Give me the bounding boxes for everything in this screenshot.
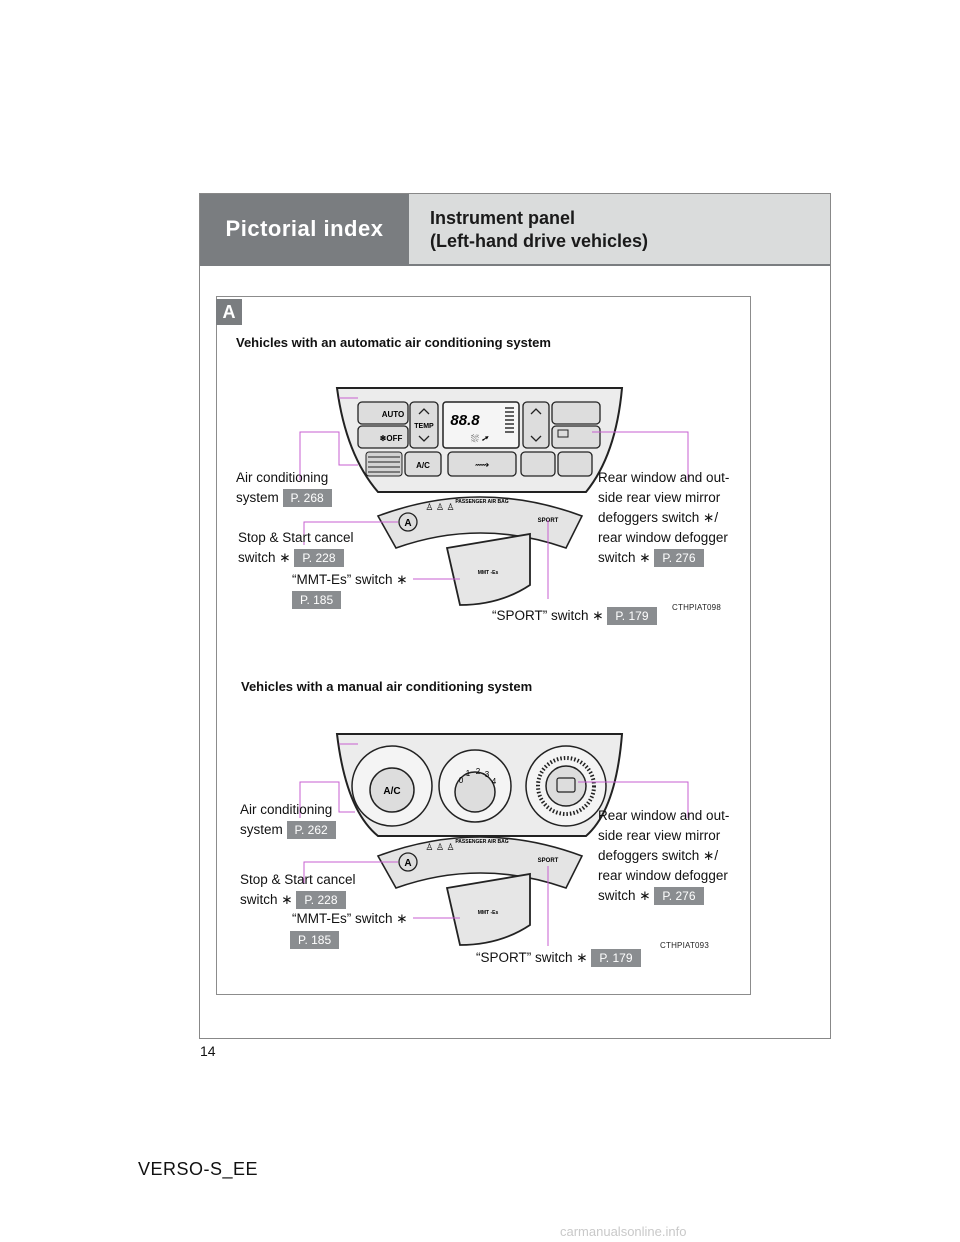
- off-button: [357, 425, 409, 449]
- mode-button: [447, 451, 517, 477]
- auto-button: [357, 401, 409, 425]
- auto-sport-label: “SPORT” switch ∗ P. 179: [492, 606, 657, 626]
- manual-ac-heading: Vehicles with a manual air conditioning …: [241, 679, 533, 694]
- rear-defogger-button: [551, 425, 601, 449]
- mode-dial: [525, 745, 607, 827]
- section-title: Pictorial index: [200, 194, 409, 264]
- defroster-button: [551, 401, 601, 425]
- climate-display: [442, 401, 520, 449]
- svg-text:A: A: [404, 858, 411, 869]
- auto-rear-defogger-label: Rear window and out- side rear view mirr…: [598, 470, 730, 567]
- page-title: Instrument panel (Left-hand drive vehicl…: [409, 194, 830, 264]
- svg-text:A/C: A/C: [383, 786, 400, 797]
- auto-sport-ref[interactable]: P. 179: [607, 607, 657, 625]
- fan-rocker: [522, 401, 550, 449]
- header-divider: [200, 264, 830, 266]
- manual-stop-start-button: [398, 852, 418, 872]
- auto-switch-strip: [376, 496, 584, 549]
- auto-mmt-ref[interactable]: P. 185: [292, 591, 342, 609]
- ac-button: [404, 451, 442, 477]
- manual-mmt-zoom: [445, 872, 531, 946]
- svg-text:MMT -Es: MMT -Es: [478, 570, 499, 576]
- recirc-button: [520, 451, 556, 477]
- svg-text:A: A: [404, 518, 411, 529]
- fresh-air-button: [557, 451, 593, 477]
- manual-sport-ref[interactable]: P. 179: [591, 949, 641, 967]
- manual-ac-label: Air conditioning system P. 262: [240, 800, 336, 840]
- svg-text:3: 3: [485, 770, 490, 779]
- svg-text:♙ ♙ ♙: ♙ ♙ ♙: [425, 502, 454, 512]
- svg-text:1: 1: [466, 769, 471, 778]
- manual-sport-label: “SPORT” switch ∗ P. 179: [476, 948, 641, 968]
- svg-text:A/C: A/C: [416, 461, 430, 470]
- footer-code: VERSO-S_EE: [138, 1159, 259, 1179]
- section-box: [216, 296, 751, 995]
- page-number: 14: [200, 1043, 216, 1059]
- svg-text:4: 4: [492, 777, 497, 786]
- manual-stop-start-label: Stop & Start cancel switch ∗ P. 228: [240, 872, 356, 909]
- stop-start-button: [398, 512, 418, 532]
- fan-dial: 0 1 2 3 4: [438, 749, 512, 823]
- svg-text:SPORT: SPORT: [538, 858, 559, 864]
- page-title-line2: (Left-hand drive vehicles): [430, 231, 649, 251]
- manual-ac-ref[interactable]: P. 262: [286, 821, 336, 839]
- svg-text:❄OFF: ❄OFF: [380, 434, 403, 443]
- manual-mmt-ref[interactable]: P. 185: [290, 931, 340, 949]
- manual-switch-strip: [376, 836, 584, 889]
- auto-stop-start-ref[interactable]: P. 228: [294, 549, 344, 567]
- svg-text:2: 2: [476, 767, 481, 776]
- auto-image-code: CTHPIAT098: [672, 603, 721, 612]
- svg-text:MMT -Es: MMT -Es: [478, 910, 499, 916]
- svg-text:PASSENGER AIR BAG: PASSENGER AIR BAG: [455, 499, 508, 505]
- manual-mmt-label: “MMT-Es” switch ∗: [292, 911, 408, 926]
- page-title-line1: Instrument panel: [430, 208, 576, 228]
- mmt-zoom: [445, 532, 531, 606]
- auto-ac-heading: Vehicles with an automatic air condition…: [236, 335, 551, 350]
- section-badge: A: [216, 299, 242, 325]
- svg-text:⛆ ➚: ⛆ ➚: [471, 434, 490, 445]
- svg-text:⟿: ⟿: [475, 460, 489, 471]
- svg-text:88.8: 88.8: [450, 412, 480, 429]
- auto-ac-ref[interactable]: P. 268: [282, 489, 332, 507]
- manual-rear-defogger-label: Rear window and out- side rear view mirr…: [598, 808, 730, 905]
- watermark: carmanualsonline.info: [560, 1224, 687, 1239]
- auto-ac-label: Air conditioning system P. 268: [236, 468, 332, 508]
- auto-mmt-label: “MMT-Es” switch ∗: [292, 572, 408, 587]
- temp-rocker: [409, 401, 439, 449]
- svg-text:TEMP: TEMP: [414, 423, 434, 430]
- svg-text:AUTO: AUTO: [382, 410, 405, 419]
- svg-text:PASSENGER AIR BAG: PASSENGER AIR BAG: [455, 839, 508, 845]
- temp-dial: A/C: [351, 745, 433, 827]
- page-frame: [199, 193, 831, 1039]
- manual-image-code: CTHPIAT093: [660, 941, 709, 950]
- left-vent: [365, 451, 403, 477]
- svg-text:0: 0: [459, 776, 464, 785]
- auto-stop-start-label: Stop & Start cancel switch ∗ P. 228: [238, 530, 354, 567]
- auto-rear-ref[interactable]: P. 276: [654, 549, 704, 567]
- manual-rear-ref[interactable]: P. 276: [654, 887, 704, 905]
- svg-text:♙ ♙ ♙: ♙ ♙ ♙: [425, 842, 454, 852]
- manual-stop-start-ref[interactable]: P. 228: [296, 891, 346, 909]
